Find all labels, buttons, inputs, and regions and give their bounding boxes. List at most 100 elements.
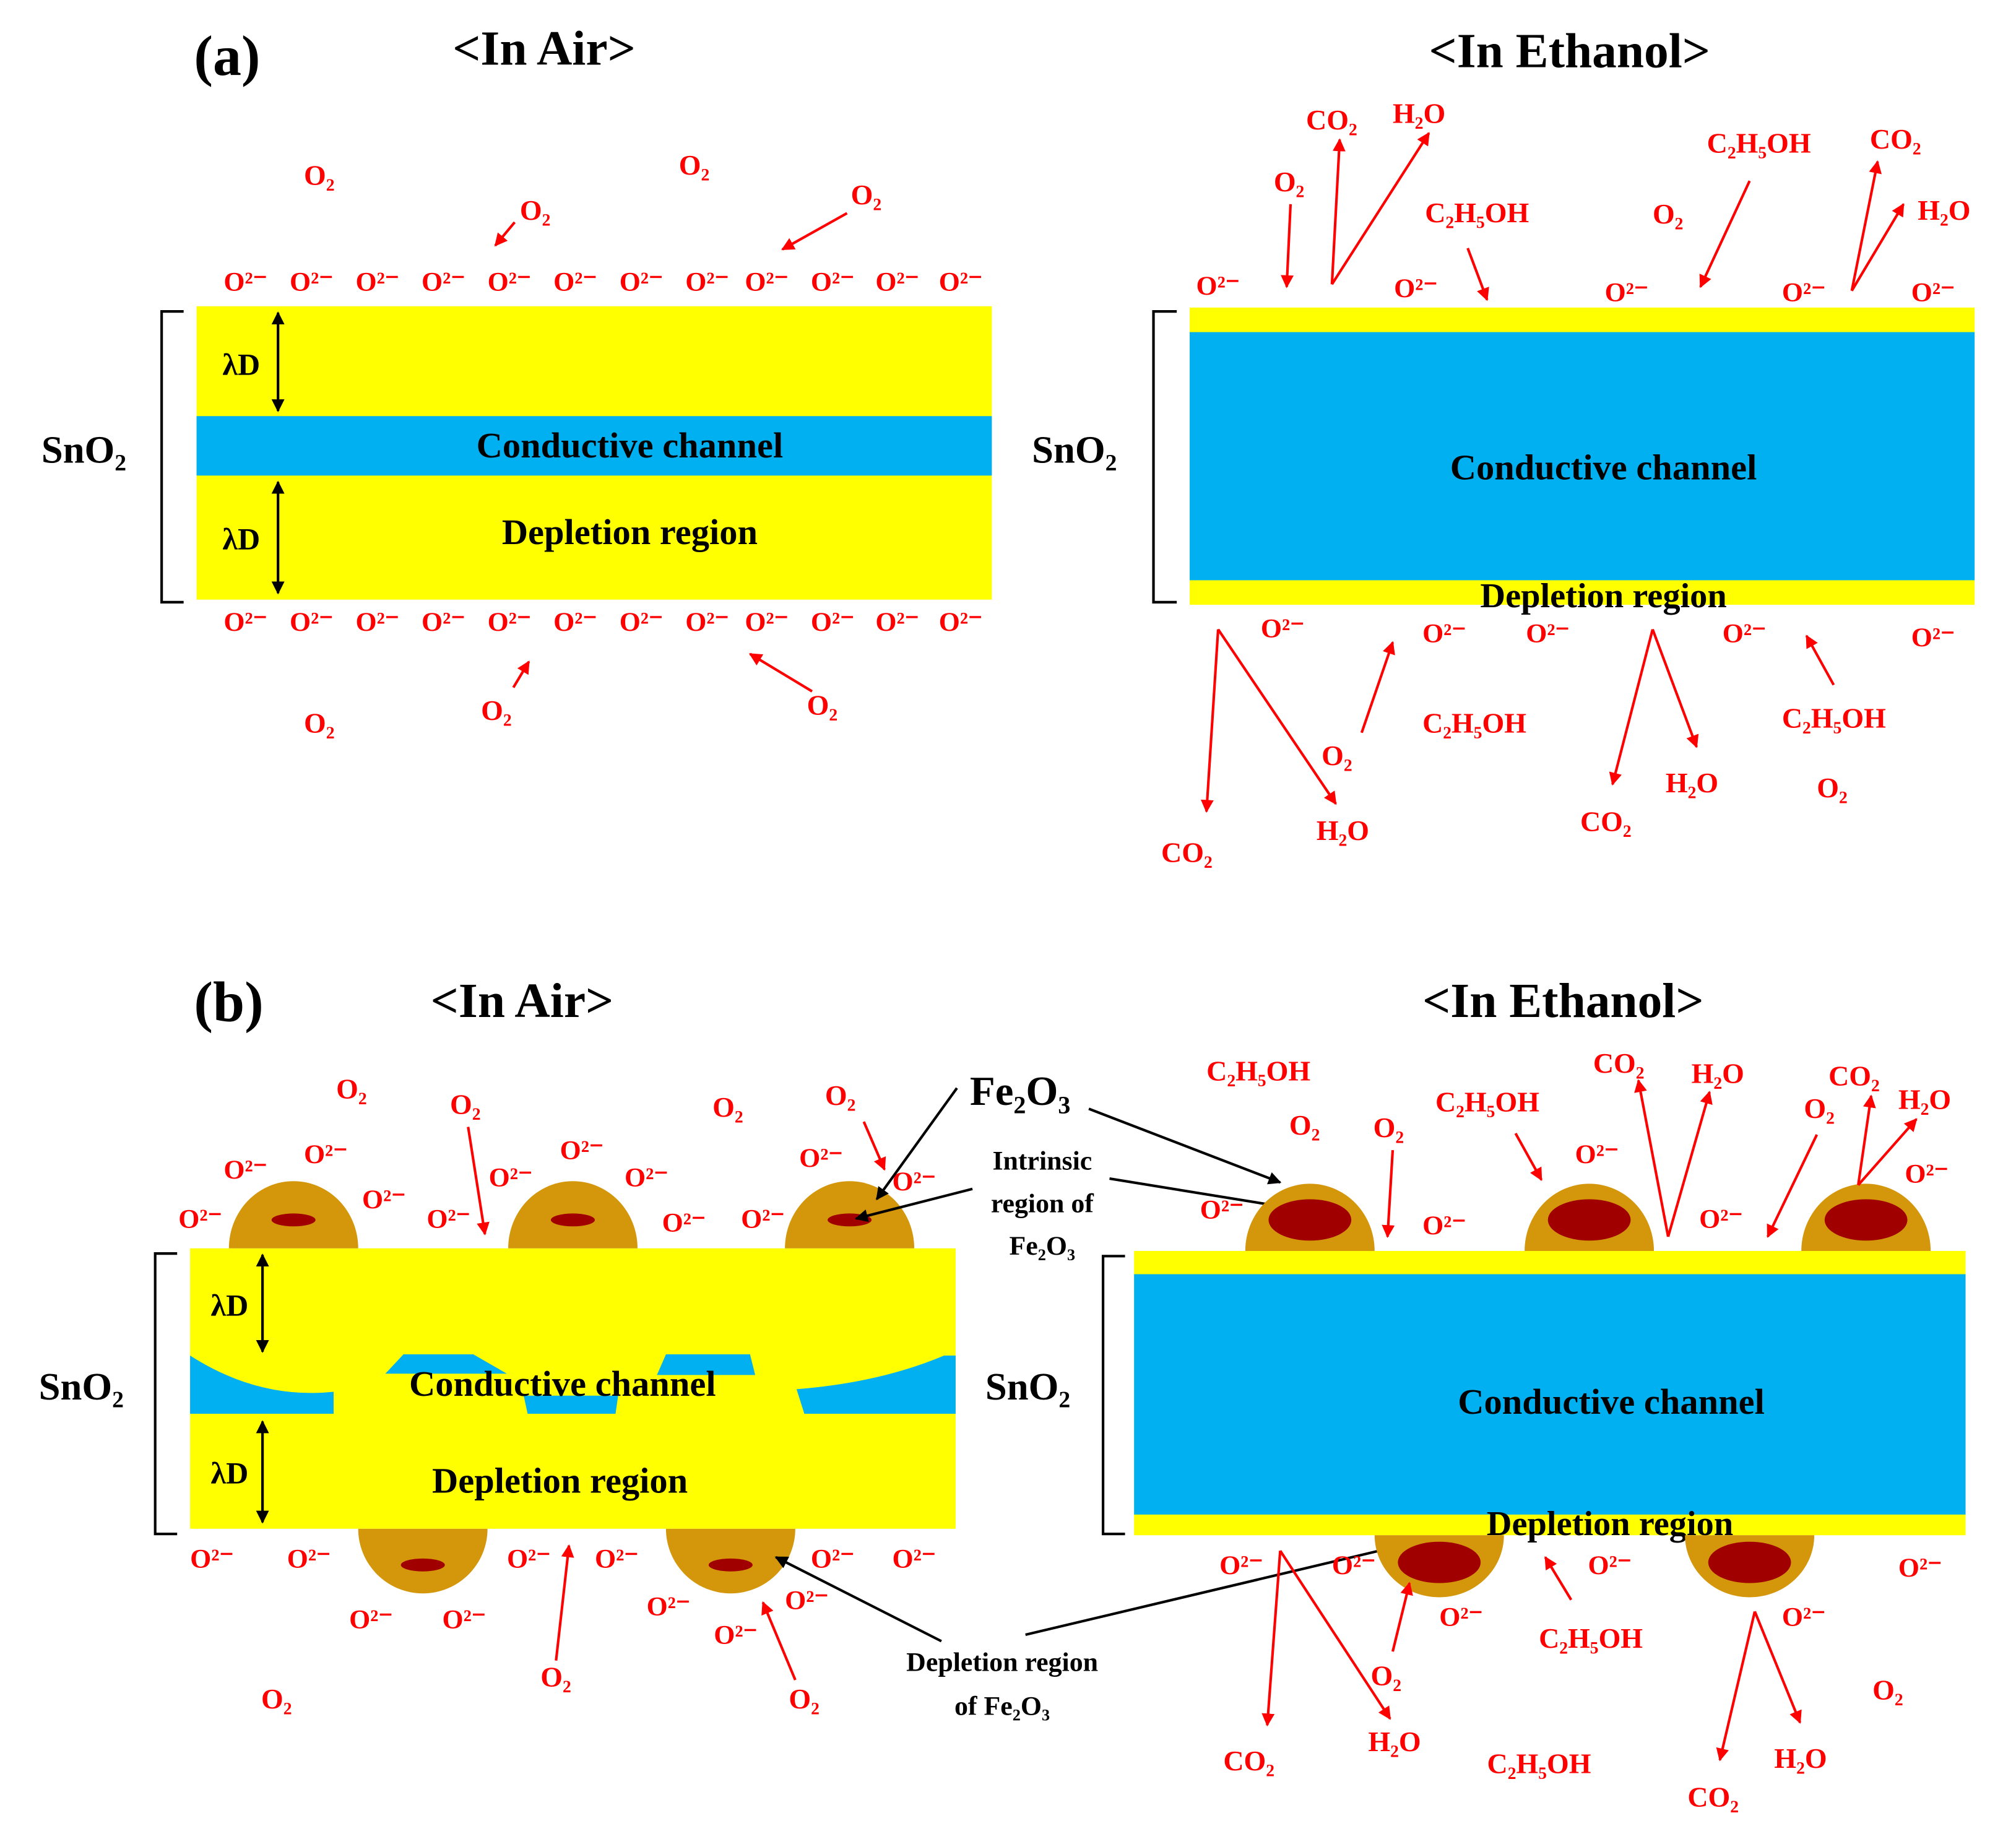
o2-ion-label: O²⁻ xyxy=(1219,1551,1263,1580)
ethanol-label: C₂H₅OH xyxy=(1422,707,1526,739)
conductive-channel-label: Conductive channel xyxy=(409,1364,716,1404)
lambda-d-label: λD xyxy=(211,1287,249,1322)
intrinsic-region-label: Intrinsic xyxy=(992,1146,1092,1175)
o2-ion-label: O²⁻ xyxy=(178,1204,222,1234)
adsorption-arrow xyxy=(1382,1149,1395,1239)
o2-ion-label: O²⁻ xyxy=(190,1544,233,1573)
panel-a-air-slab: Conductive channel Depletion region SnO₂… xyxy=(41,306,992,604)
adsorption-arrow xyxy=(1360,641,1395,733)
desorption-arrow xyxy=(1651,629,1699,748)
desorption-arrow xyxy=(1331,132,1430,285)
panel-a-ethanol-slab: Conductive channel Depletion region SnO₂ xyxy=(1032,307,1975,615)
h2o-label: H₂O xyxy=(1898,1083,1951,1115)
o2-ion-label: O²⁻ xyxy=(223,607,267,637)
desorption-arrow xyxy=(1857,1118,1918,1186)
o2-ion-label: O²⁻ xyxy=(875,267,919,297)
h2o-label: H₂O xyxy=(1918,194,1970,226)
sno2-label: SnO₂ xyxy=(41,428,126,471)
fe2o3-pointer xyxy=(1088,1107,1282,1185)
fe2o3-intrinsic-core xyxy=(708,1558,753,1572)
o2-ion-label: O²⁻ xyxy=(685,607,729,637)
adsorption-arrow xyxy=(494,221,516,247)
ethanol-label: C₂H₅OH xyxy=(1487,1747,1591,1779)
desorption-arrow xyxy=(1330,138,1346,285)
conductive-channel-label: Conductive channel xyxy=(477,425,784,465)
fe2o3-intrinsic-core xyxy=(1398,1541,1481,1583)
depletion-region-label: Depletion region xyxy=(1480,577,1726,615)
o2-label: O₂ xyxy=(261,1683,292,1715)
desorption-arrow xyxy=(1857,1094,1876,1185)
fe2o3-intrinsic-core xyxy=(550,1213,595,1227)
h2o-label: H₂O xyxy=(1317,815,1369,846)
conductive-channel-segment xyxy=(385,1354,507,1374)
o2-label: O₂ xyxy=(1374,1112,1404,1143)
panel-b-label: (b) xyxy=(194,970,263,1033)
o2-ion-label: O²⁻ xyxy=(620,267,663,297)
o2-label: O₂ xyxy=(304,707,335,739)
h2o-label: H₂O xyxy=(1393,97,1445,129)
desorption-arrow xyxy=(1667,1091,1713,1237)
o2-label: O₂ xyxy=(1289,1109,1320,1141)
o2-ion-label: O²⁻ xyxy=(799,1143,842,1173)
o2-label: O₂ xyxy=(789,1683,820,1715)
panel-b-air-title: <In Air> xyxy=(431,974,614,1028)
adsorption-arrow xyxy=(467,1127,490,1235)
o2-label: O₂ xyxy=(1371,1659,1402,1691)
panel-b-air-species-bottom: O²⁻ O²⁻ O²⁻ O²⁻ O²⁻ O²⁻ O²⁻ O²⁻ O²⁻ O²⁻ … xyxy=(190,1544,936,1715)
fe2o3-intrinsic-core xyxy=(1708,1541,1791,1583)
ethanol-arrow xyxy=(1514,1132,1543,1181)
o2-ion-label: O²⁻ xyxy=(304,1140,347,1169)
conductive-channel-segment xyxy=(524,1395,618,1414)
panel-a-ethanol-species-top: CO₂ H₂O O₂ C₂H₅OH O₂ C₂H₅OH CO₂ H₂O O²⁻ … xyxy=(1196,97,1970,307)
o2-label: O₂ xyxy=(304,160,335,191)
o2-ion-label: O²⁻ xyxy=(349,1605,392,1635)
conductive-channel xyxy=(1190,332,1975,581)
ethanol-label: C₂H₅OH xyxy=(1435,1086,1539,1117)
o2-ion-label: O²⁻ xyxy=(620,607,663,637)
panel-b-annotations: Fe₂O₃ Intrinsic region of Fe₂O₃ Depletio… xyxy=(774,1068,1391,1721)
desorption-arrow xyxy=(1609,629,1654,786)
o2-ion-label: O²⁻ xyxy=(1588,1551,1631,1580)
o2-ion-label: O²⁻ xyxy=(811,1544,854,1573)
adsorption-arrow xyxy=(1281,204,1294,288)
co2-label: CO₂ xyxy=(1687,1781,1739,1813)
o2-ion-label: O²⁻ xyxy=(595,1544,638,1573)
o2-ion-label: O²⁻ xyxy=(290,267,333,297)
o2-ion-label: O²⁻ xyxy=(685,267,729,297)
o2-ion-label: O²⁻ xyxy=(507,1544,550,1573)
o2-label: O₂ xyxy=(1872,1674,1903,1705)
o2-label: O₂ xyxy=(1653,198,1684,230)
o2-ion-label: O²⁻ xyxy=(785,1585,828,1615)
o2-ion-label: O²⁻ xyxy=(553,607,597,637)
o2-ion-label: O²⁻ xyxy=(939,267,982,297)
sno2-label: SnO₂ xyxy=(1032,428,1117,471)
conductive-channel xyxy=(1134,1274,1966,1515)
o2-ion-label: O²⁻ xyxy=(1332,1551,1375,1580)
o2-ion-label: O²⁻ xyxy=(223,267,267,297)
o2-label: O₂ xyxy=(807,690,838,721)
adsorption-arrow xyxy=(748,652,813,693)
panel-b-ethanol-species-bottom: O²⁻ O²⁻ O²⁻ O²⁻ O²⁻ O²⁻ O₂ CO₂ H₂O C₂H₅O… xyxy=(1219,1550,1942,1813)
conductive-channel-segment xyxy=(657,1354,756,1375)
o2-ion-label: O²⁻ xyxy=(356,267,399,297)
o2-ion-label: O²⁻ xyxy=(223,1155,267,1185)
fe2o3-intrinsic-core xyxy=(1268,1199,1352,1241)
ethanol-arrow xyxy=(1805,634,1835,686)
intrinsic-region-label: region of xyxy=(991,1188,1094,1218)
o2-ion-label: O²⁻ xyxy=(553,267,597,297)
o2-ion-label: O²⁻ xyxy=(1200,1195,1244,1225)
panel-a-ethanol-species-bottom: O²⁻ O²⁻ O²⁻ O²⁻ O²⁻ O₂ CO₂ H₂O C₂H₅OH CO… xyxy=(1161,613,1955,868)
conductive-channel-segment xyxy=(796,1356,956,1414)
sno2-bracket xyxy=(160,310,184,604)
sno2-bracket xyxy=(1101,1255,1125,1536)
desorption-arrow xyxy=(1217,628,1337,805)
fe2o3-intrinsic-core xyxy=(1824,1199,1908,1241)
o2-ion-label: O²⁻ xyxy=(1394,274,1437,303)
panel-a-ethanol-title: <In Ethanol> xyxy=(1429,24,1710,79)
ethanol-label: C₂H₅OH xyxy=(1782,702,1886,733)
desorption-arrow xyxy=(1634,1079,1670,1237)
panel-b-ethanol-title: <In Ethanol> xyxy=(1422,974,1703,1028)
intrinsic-pointer xyxy=(854,1187,973,1222)
o2-ion-label: O²⁻ xyxy=(875,607,919,637)
